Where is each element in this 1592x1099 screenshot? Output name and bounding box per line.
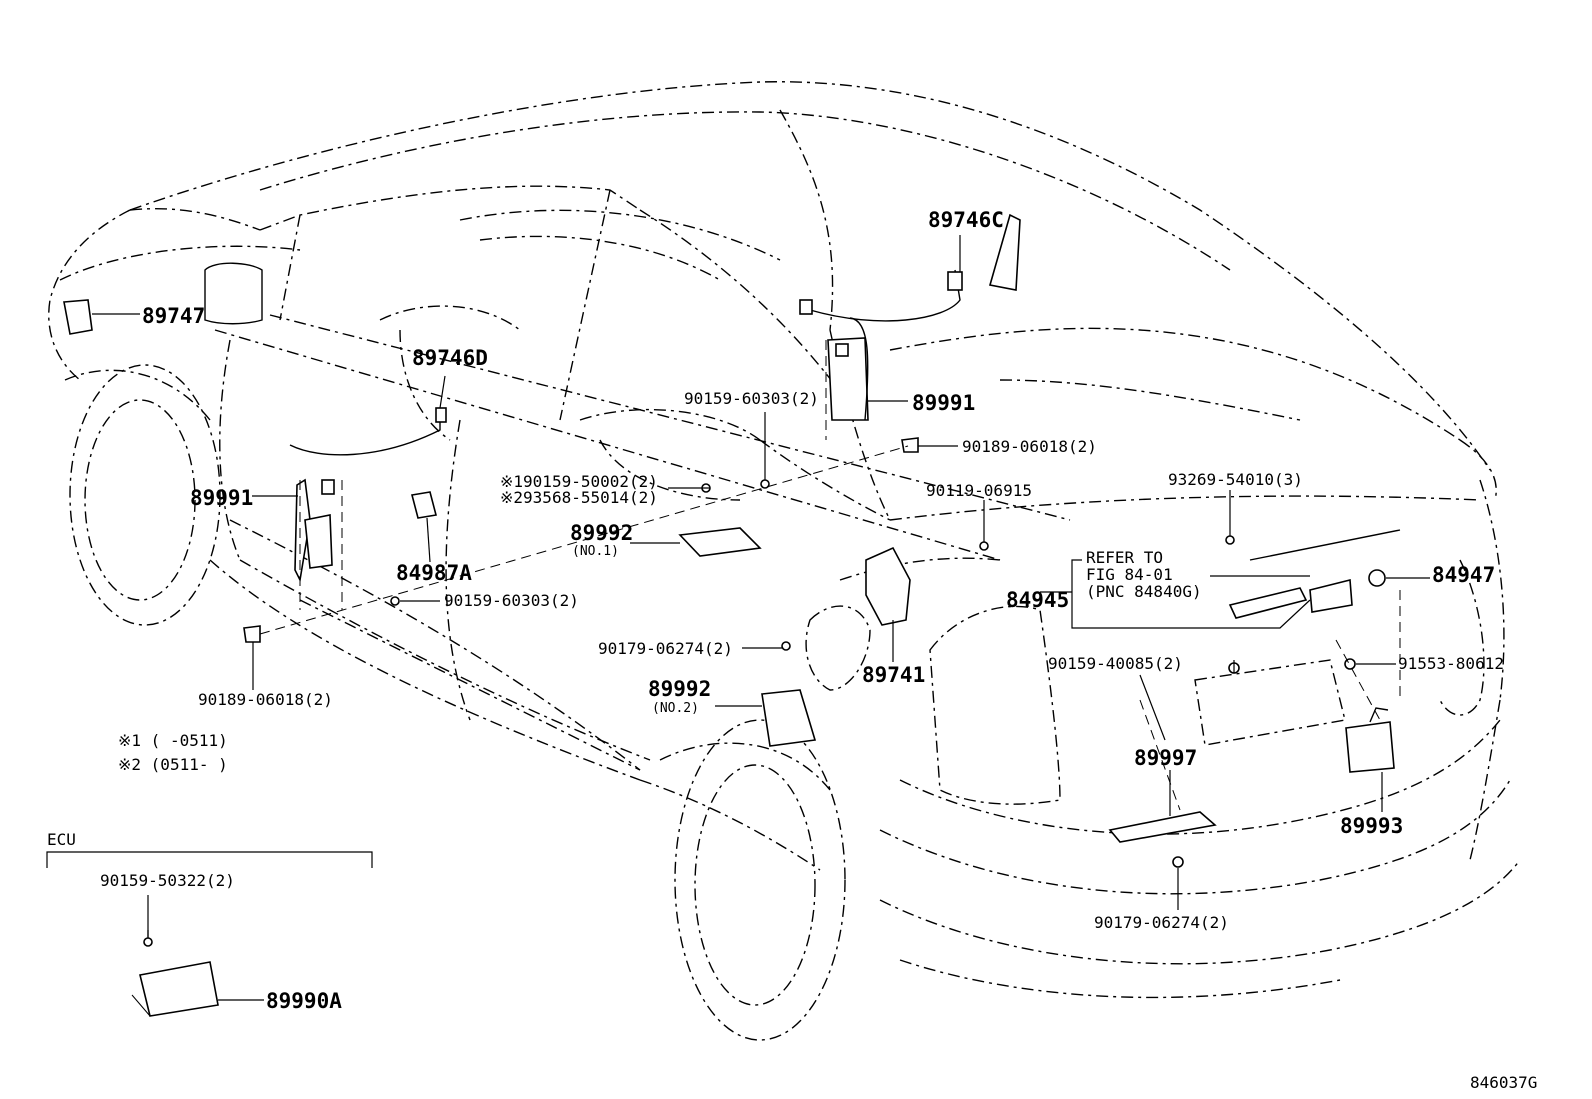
- label-90119-06915: 90119-06915: [926, 481, 1032, 500]
- part-89993: [1345, 721, 1395, 773]
- part-89997: [1108, 811, 1217, 843]
- part-89991-right: [827, 337, 869, 421]
- parts: [63, 213, 1401, 1017]
- label-84945: 84945: [1006, 588, 1069, 612]
- label-84987A: 84987A: [396, 561, 472, 585]
- label-89746D: 89746D: [412, 346, 488, 370]
- leader-lines: [46, 235, 1430, 1001]
- label-89997: 89997: [1134, 746, 1197, 770]
- label-89993: 89993: [1340, 814, 1403, 838]
- part-84947: [1368, 569, 1386, 587]
- part-89991-left: [294, 478, 311, 583]
- label-89992-no2: 89992: [648, 677, 711, 701]
- ecu-title: ECU: [47, 830, 76, 849]
- label-89991-left: 89991: [190, 486, 253, 510]
- label-89746C: 89746C: [928, 208, 1004, 232]
- label-93269-54010: 93269-54010(3): [1168, 470, 1303, 489]
- part-84987A: [411, 491, 437, 519]
- part-89990A-ecu: [139, 961, 219, 1017]
- label-90159-40085: 90159-40085(2): [1048, 654, 1183, 673]
- label-89992-no1: 89992: [570, 521, 633, 545]
- label-89990A: 89990A: [266, 989, 342, 1013]
- label-89992-no2-sub: (NO.2): [652, 701, 699, 716]
- label-refer-line2: FIG 84-01: [1086, 565, 1173, 584]
- part-89992-no2: [761, 689, 817, 747]
- label-90189-06018-b: 90189-06018(2): [962, 437, 1097, 456]
- note-2: ※2 (0511- ): [118, 755, 228, 774]
- label-refer-line3: (PNC 84840G): [1086, 582, 1202, 601]
- label-89741: 89741: [862, 663, 925, 687]
- label-84947: 84947: [1432, 563, 1495, 587]
- part-89747-sensor: [63, 299, 93, 335]
- part-84945: [1228, 587, 1308, 619]
- label-90179-06274-b: 90179-06274(2): [1094, 913, 1229, 932]
- label-90179-06274-a: 90179-06274(2): [598, 639, 733, 658]
- label-90159-50002: ※190159-50002(2): [500, 472, 658, 491]
- label-90159-50322: 90159-50322(2): [100, 871, 235, 890]
- part-89741: [865, 546, 911, 626]
- label-90159-60303-b: 90159-60303(2): [684, 389, 819, 408]
- label-91553-80612: 91553-80612: [1398, 654, 1504, 673]
- label-93568-55014: ※293568-55014(2): [500, 488, 658, 507]
- label-90189-06018-a: 90189-06018(2): [198, 690, 333, 709]
- label-refer-line1: REFER TO: [1086, 548, 1163, 567]
- label-89747: 89747: [142, 304, 205, 328]
- label-89992-no1-sub: (NO.1): [572, 544, 619, 559]
- car-body-outline: [48, 81, 1521, 1041]
- antenna-icon: [988, 213, 1021, 291]
- label-90159-60303-a: 90159-60303(2): [444, 591, 579, 610]
- label-89991-right: 89991: [912, 391, 975, 415]
- note-1: ※1 ( -0511): [118, 731, 228, 750]
- figure-code: 846037G: [1470, 1073, 1537, 1092]
- part-89992-no1: [678, 527, 762, 557]
- labels: 89747 89746C 89746D 89991 89991 84987A 9…: [47, 208, 1537, 1092]
